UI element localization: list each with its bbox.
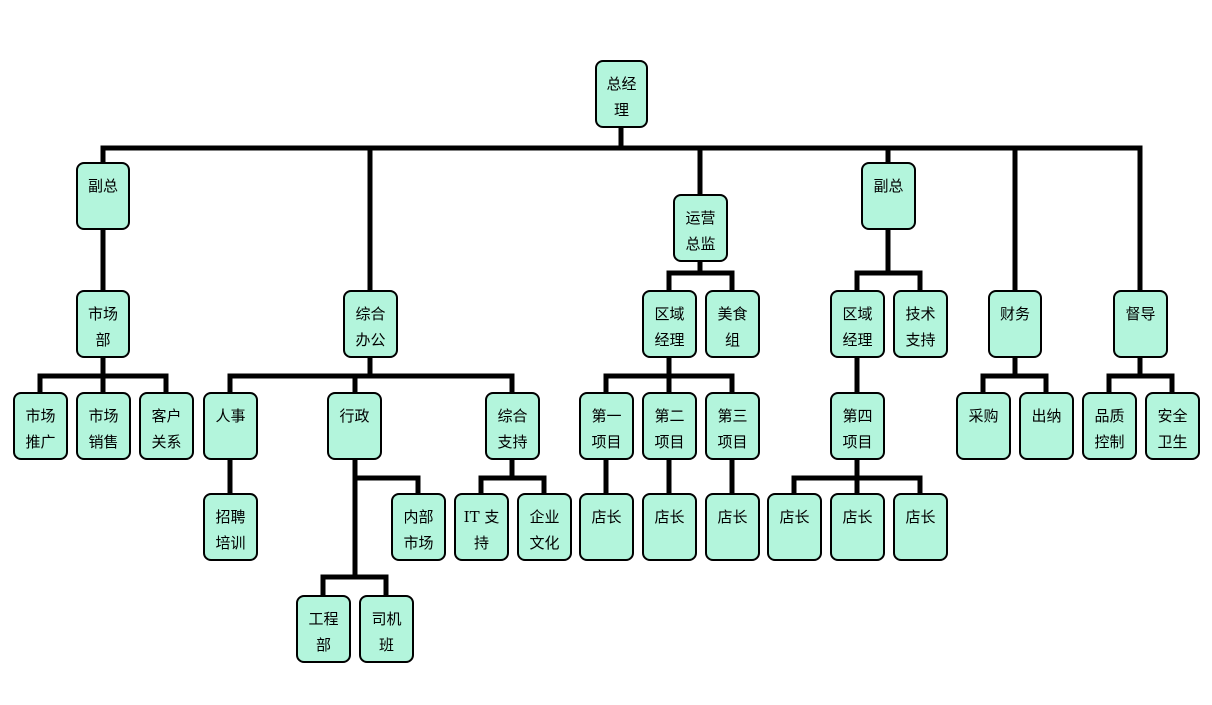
node-general-manager[interactable]: 总经理 bbox=[595, 60, 648, 128]
node-it-support[interactable]: IT 支持 bbox=[454, 493, 509, 561]
node-store-manager[interactable]: 店长 bbox=[579, 493, 634, 561]
node-safety-hygiene[interactable]: 安全卫生 bbox=[1145, 392, 1200, 460]
node-general-office[interactable]: 综合办公室 bbox=[343, 290, 398, 358]
node-regional-manager-1[interactable]: 区域经理 bbox=[642, 290, 697, 358]
node-hr[interactable]: 人事 bbox=[203, 392, 258, 460]
node-engineering[interactable]: 工程部 bbox=[296, 595, 351, 663]
node-purchasing[interactable]: 采购 bbox=[956, 392, 1011, 460]
node-project-dept-3[interactable]: 第三项目部 bbox=[705, 392, 760, 460]
node-project-dept-2[interactable]: 第二项目部 bbox=[642, 392, 697, 460]
node-project-dept-1[interactable]: 第一项目部 bbox=[579, 392, 634, 460]
node-general-support[interactable]: 综合支持 bbox=[485, 392, 540, 460]
node-store-manager[interactable]: 店长 bbox=[642, 493, 697, 561]
node-cashier[interactable]: 出纳 bbox=[1019, 392, 1074, 460]
node-marketing-dept[interactable]: 市场部 bbox=[76, 290, 130, 358]
node-internal-promotion[interactable]: 内部市场推广 bbox=[391, 493, 446, 561]
node-project-dept-4[interactable]: 第四项目部 bbox=[830, 392, 885, 460]
node-supervision[interactable]: 督导 bbox=[1113, 290, 1168, 358]
node-food-team[interactable]: 美食组 bbox=[705, 290, 760, 358]
node-recruitment-training[interactable]: 招聘培训 bbox=[203, 493, 258, 561]
node-store-manager[interactable]: 店长 bbox=[830, 493, 885, 561]
node-quality-control[interactable]: 品质控制 bbox=[1082, 392, 1137, 460]
node-corporate-culture[interactable]: 企业文化 bbox=[517, 493, 572, 561]
node-technical-support[interactable]: 技术支持 bbox=[893, 290, 948, 358]
node-market-sales[interactable]: 市场销售 bbox=[76, 392, 131, 460]
node-store-manager[interactable]: 店长 bbox=[767, 493, 822, 561]
node-finance[interactable]: 财务 bbox=[988, 290, 1042, 358]
node-market-promotion[interactable]: 市场推广 bbox=[13, 392, 68, 460]
node-store-manager[interactable]: 店长 bbox=[893, 493, 948, 561]
node-regional-manager-2[interactable]: 区域经理 bbox=[830, 290, 885, 358]
node-store-manager[interactable]: 店长 bbox=[705, 493, 760, 561]
node-driver-team[interactable]: 司机班 bbox=[359, 595, 414, 663]
node-customer-relations[interactable]: 客户关系 bbox=[139, 392, 194, 460]
node-operations-director[interactable]: 运营总监 bbox=[673, 194, 728, 262]
node-vice-president-left[interactable]: 副总 bbox=[76, 162, 130, 230]
node-vice-president-right[interactable]: 副总 bbox=[861, 162, 916, 230]
node-administration[interactable]: 行政 bbox=[327, 392, 382, 460]
